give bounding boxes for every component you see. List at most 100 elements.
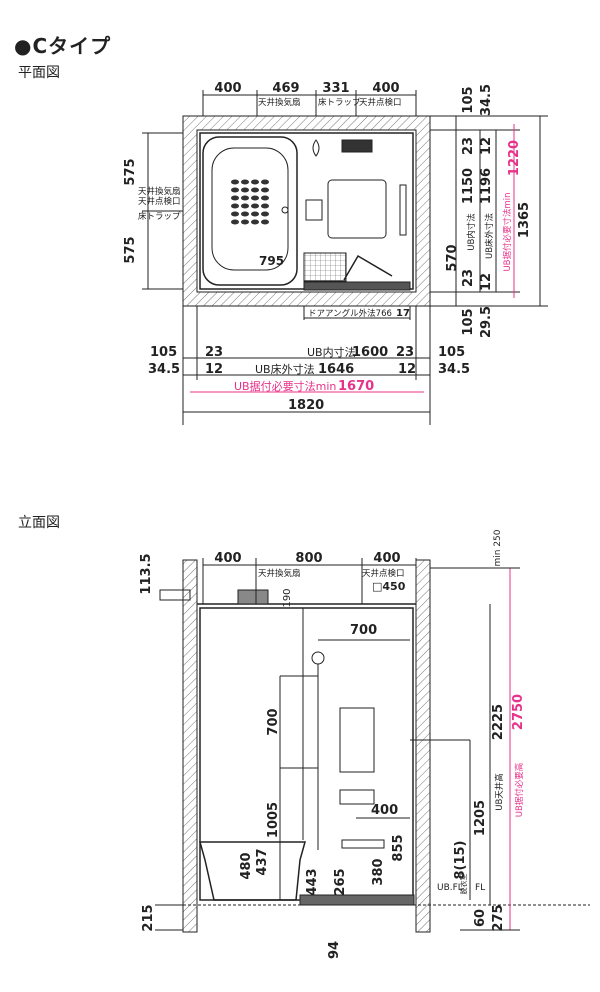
plan-b2-34a: 34.5	[148, 362, 180, 377]
plan-bottom-pink-val: 1670	[338, 379, 374, 394]
plan-top-dim-3: 331	[322, 81, 349, 96]
plan-left-label-fan: 天井換気扇	[138, 186, 181, 197]
door-gap: 17	[396, 308, 410, 319]
plan-b1-105a: 105	[150, 345, 177, 360]
plan-right-23: 23	[461, 137, 476, 155]
plan-right-top-1: 105	[461, 86, 476, 113]
elev-ub-pink-label: UB据付必要高	[514, 763, 525, 818]
elev-dim-275: 275	[491, 904, 506, 931]
plan-right-bottom-2: 29.5	[479, 306, 494, 338]
elev-dim-94: 94	[327, 941, 342, 959]
plan-right-12: 12	[479, 137, 494, 155]
plan-label-fan: 天井換気扇	[258, 97, 301, 108]
elev-faucet	[341, 839, 385, 849]
elev-dim-1205: 1205	[473, 800, 488, 836]
elev-dim-8: 8(15)	[453, 840, 468, 879]
plan-b1-1600: 1600	[352, 345, 388, 360]
shelf	[341, 139, 373, 153]
elev-dim-480: 480	[239, 852, 254, 879]
elev-ub-box	[199, 607, 414, 901]
plan-top-dim-4: 400	[372, 81, 399, 96]
plan-label-hatch: 天井点検口	[359, 97, 402, 108]
elev-ub-height: 2225	[491, 704, 506, 740]
plan-right-23b: 23	[461, 269, 476, 287]
elev-top-400b: 400	[373, 551, 400, 566]
elev-dim-60: 60	[473, 909, 488, 927]
wash-floor	[327, 179, 387, 239]
plan-left-dim-1: 575	[123, 158, 138, 185]
elev-dim-400: 400	[371, 803, 398, 818]
plan-view	[142, 90, 548, 425]
plan-left-label-hatch: 天井点検口	[138, 196, 181, 207]
faucet	[305, 199, 323, 221]
elev-dim-700v: 700	[266, 708, 281, 735]
elev-dim-265: 265	[333, 868, 348, 895]
elev-fl2: FL	[475, 883, 485, 893]
elev-fl2-top: 脱衣室	[459, 874, 468, 895]
plan-right-label-inner: UB内寸法	[466, 213, 477, 251]
plan-right-bottom-1: 105	[461, 308, 476, 335]
elev-right-wall	[415, 559, 431, 933]
elev-ub-height-label: UB天井高	[494, 773, 505, 811]
elev-top-400a: 400	[214, 551, 241, 566]
elev-fan	[237, 589, 269, 605]
floor-trap-grid	[303, 252, 347, 282]
elev-dim-443: 443	[305, 868, 320, 895]
elev-dim-437: 437	[255, 848, 270, 875]
type-title: ●Cタイプ	[14, 34, 112, 58]
elev-shelf	[339, 789, 375, 805]
plan-left-dim-2: 575	[123, 236, 138, 263]
elev-dim-113: 113.5	[139, 553, 154, 594]
handrail	[399, 184, 407, 236]
elev-duct	[159, 589, 191, 601]
door-angle	[303, 281, 411, 291]
plan-right-12b: 12	[479, 273, 494, 291]
elev-label-fan: 天井換気扇	[258, 568, 301, 579]
plan-b1-label: UB内寸法	[307, 345, 356, 359]
plan-right-total: 1365	[517, 202, 532, 238]
tub-width: 795	[259, 254, 284, 268]
plan-b2-1646: 1646	[318, 362, 354, 377]
elevation-view	[155, 558, 590, 933]
elev-top-800: 800	[295, 551, 322, 566]
plan-b2-12a: 12	[205, 362, 223, 377]
plan-right-label-outer: UB床外寸法	[484, 213, 495, 259]
elev-dim-380: 380	[371, 858, 386, 885]
elev-dim-700h: 700	[350, 623, 377, 638]
elev-dim-190: 190	[282, 588, 293, 607]
mirror-hook	[312, 139, 320, 157]
plan-b1-23a: 23	[205, 345, 223, 360]
plan-b2-label: UB床外寸法	[255, 362, 315, 376]
plan-right-1150: 1150	[461, 168, 476, 204]
plan-right-top-2: 34.5	[479, 84, 494, 116]
bathtub-outer	[202, 136, 298, 286]
elev-floor-pan	[299, 894, 415, 906]
plan-b1-23b: 23	[396, 345, 414, 360]
plan-top-dim-1: 400	[214, 81, 241, 96]
plan-right-1196: 1196	[479, 168, 494, 204]
plan-right-pink-label: UB据付必要寸法min	[502, 192, 513, 271]
elev-fl1: UB.FL	[437, 883, 463, 893]
plan-right-pink-val: 1220	[507, 140, 522, 176]
door-angle-label: ドアアングル外法766	[308, 308, 392, 319]
elev-mirror	[339, 707, 375, 773]
elev-dim-215: 215	[141, 904, 156, 931]
plan-top-dim-2: 469	[272, 81, 299, 96]
bathtub-drain	[281, 206, 289, 214]
elev-ub-pink: 2750	[511, 694, 526, 730]
plan-bottom-pink-label: UB据付必要寸法min	[234, 379, 336, 393]
elevation-heading: 立面図	[18, 515, 60, 531]
elev-dim-1005: 1005	[266, 802, 281, 838]
plan-left-label-trap: 床トラップ	[138, 211, 181, 222]
elev-bathtub	[199, 841, 306, 901]
door-swing	[343, 254, 393, 281]
elev-min250: min 250	[493, 529, 503, 566]
plan-b2-12b: 12	[398, 362, 416, 377]
elev-left-wall	[182, 559, 198, 933]
bathtub-dots	[231, 179, 269, 225]
elev-label-hatch: 天井点検口	[362, 568, 405, 579]
elev-hatch: □450	[372, 580, 406, 593]
elev-dim-855: 855	[391, 834, 406, 861]
elev-showerhead	[311, 651, 325, 665]
plan-label-trap: 床トラップ	[318, 97, 361, 108]
